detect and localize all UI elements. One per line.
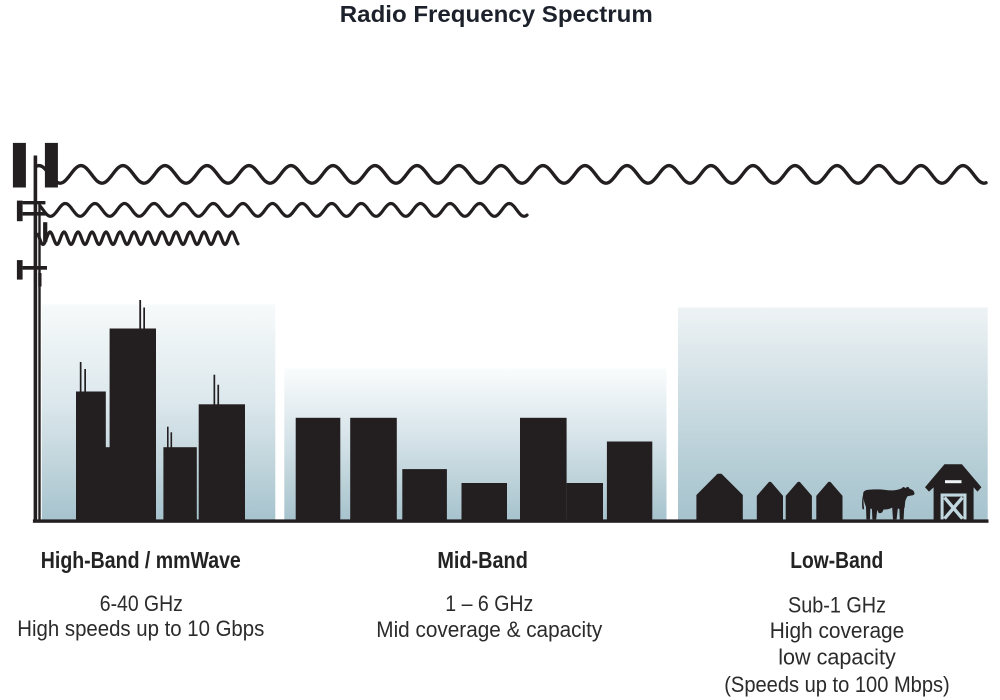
svg-text:Low-Band: Low-Band	[790, 547, 883, 573]
svg-text:(Speeds up to 100 Mbps): (Speeds up to 100 Mbps)	[724, 672, 950, 697]
svg-text:Sub-1 GHz: Sub-1 GHz	[788, 593, 886, 618]
svg-text:Mid-Band: Mid-Band	[437, 547, 528, 573]
svg-text:6-40 GHz: 6-40 GHz	[100, 591, 183, 616]
svg-text:High coverage: High coverage	[770, 618, 905, 643]
svg-text:Radio Frequency Spectrum: Radio Frequency Spectrum	[340, 1, 653, 27]
svg-text:High-Band / mmWave: High-Band / mmWave	[41, 547, 241, 573]
svg-text:Mid coverage & capacity: Mid coverage & capacity	[376, 617, 603, 642]
svg-text:High speeds up to 10 Gbps: High speeds up to 10 Gbps	[17, 616, 264, 641]
svg-text:1 – 6 GHz: 1 – 6 GHz	[445, 591, 533, 616]
svg-text:low capacity: low capacity	[778, 644, 896, 669]
